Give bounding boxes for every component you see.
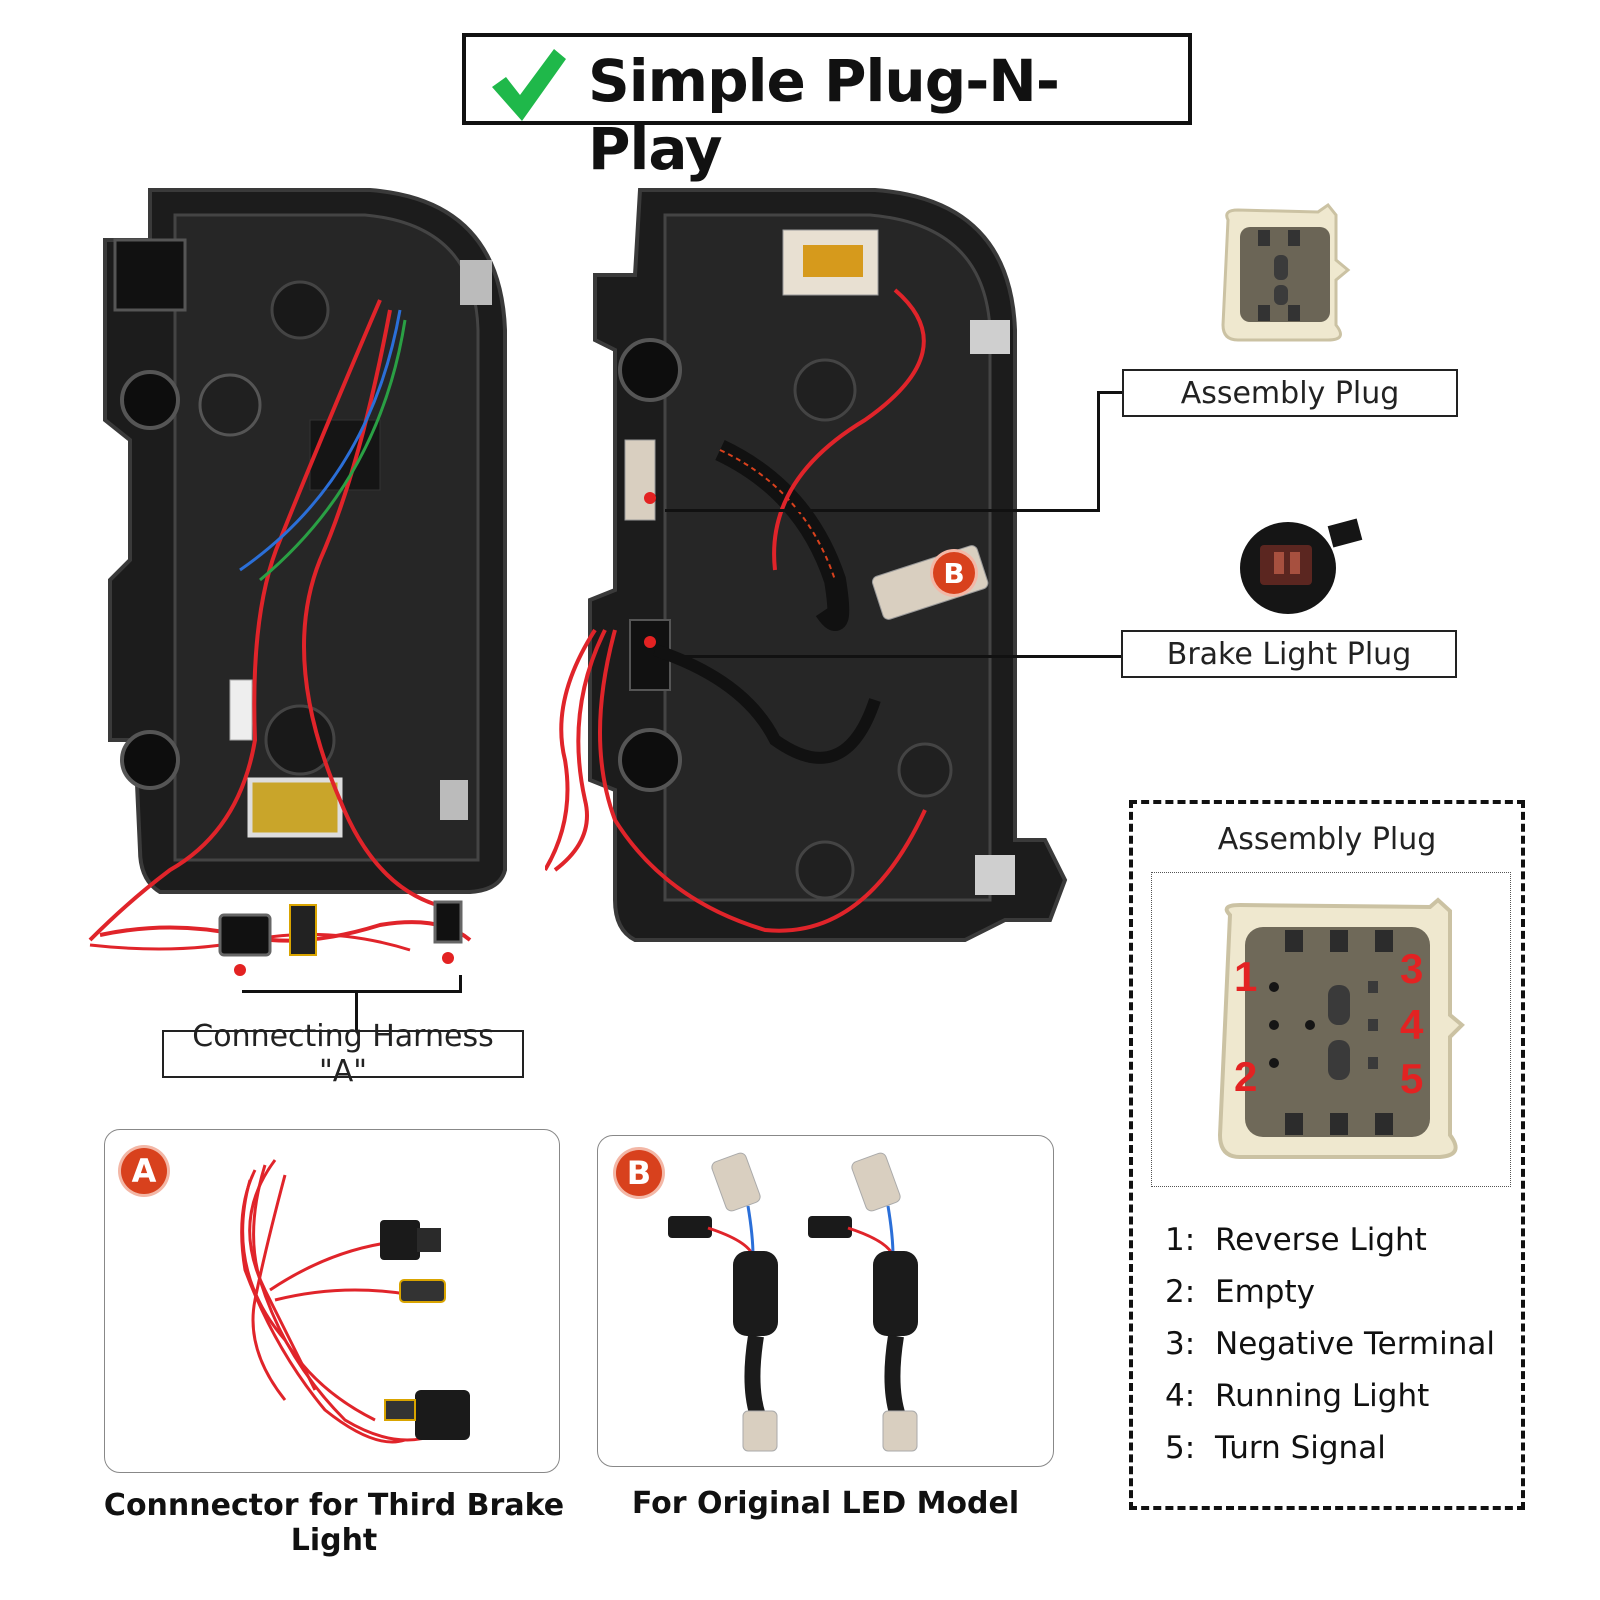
pin-number-4: 4: [1400, 1001, 1424, 1048]
list-item: 4:Running Light: [1165, 1378, 1430, 1414]
brake-light-plug-photo: [1240, 518, 1363, 614]
leader-harness-horizontal: [242, 990, 462, 993]
pinout-title: Assembly Plug: [1217, 822, 1437, 857]
marker-b-on-photo: B: [933, 552, 975, 594]
left-tail-light-photo: [88, 188, 507, 976]
leader-assembly-vertical: [1097, 391, 1100, 512]
panel-a-badge: A: [121, 1148, 167, 1194]
led-adapter-photo: [668, 1152, 918, 1452]
panel-b: B: [597, 1135, 1054, 1467]
panel-b-badge: B: [616, 1150, 662, 1196]
list-item: 3:Negative Terminal: [1165, 1326, 1495, 1362]
pin-number-3: 3: [1400, 945, 1424, 992]
title-banner: Simple Plug-N-Play: [462, 33, 1192, 183]
pinout-legend: 1:Reverse Light 2:Empty 3:Negative Termi…: [1165, 1214, 1495, 1474]
third-brake-connector-photo: [240, 1159, 470, 1444]
list-item: 1:Reverse Light: [1165, 1222, 1427, 1258]
pin-number-5: 5: [1400, 1055, 1424, 1102]
leader-assembly-top: [1097, 391, 1122, 394]
list-item: 5:Turn Signal: [1165, 1430, 1386, 1466]
leader-brake-light: [665, 655, 1122, 658]
leader-assembly-horizontal: [665, 509, 1100, 512]
assembly-plug-pinout: Assembly Plug 1 2 3 4 5 1:Reverse Ligh: [1129, 800, 1525, 1510]
page-title: Simple Plug-N-Play: [588, 47, 1060, 183]
list-item: 2:Empty: [1165, 1274, 1315, 1310]
assembly-plug-photo: [1221, 202, 1351, 342]
plug-pinout-diagram: [1217, 897, 1465, 1159]
right-tail-light-photo: [545, 188, 1068, 942]
assembly-plug-callout: Assembly Plug: [1122, 369, 1458, 417]
leader-harness-vertical: [355, 990, 358, 1030]
pin-number-2: 2: [1234, 1053, 1258, 1100]
leader-harness-right: [459, 975, 462, 993]
connecting-harness-callout: Connecting Harness "A": [162, 1019, 524, 1089]
pinout-diagram-frame: 1 2 3 4 5: [1151, 872, 1511, 1187]
check-icon: [492, 49, 566, 121]
panel-b-caption: For Original LED Model: [631, 1486, 1020, 1521]
panel-a: A: [104, 1129, 560, 1473]
panel-a-caption: Connnector for Third Brake Light: [103, 1488, 565, 1558]
brake-light-plug-callout: Brake Light Plug: [1121, 630, 1457, 678]
pin-number-1: 1: [1234, 953, 1258, 1000]
